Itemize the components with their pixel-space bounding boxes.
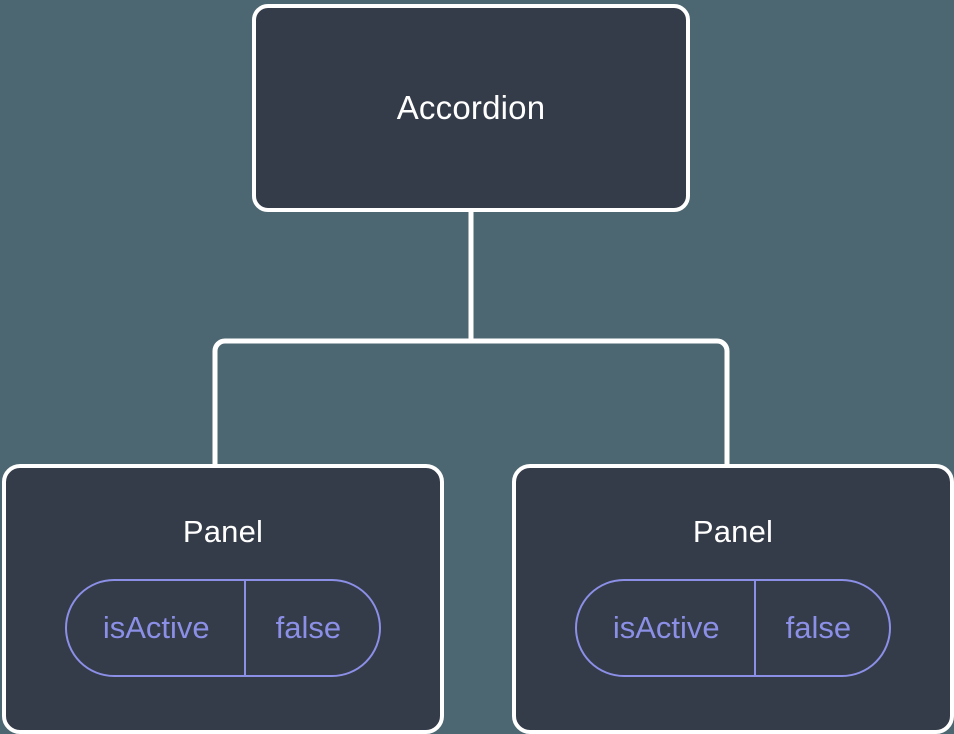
prop-badge-key-left: isActive bbox=[102, 610, 210, 646]
node-panel-left[interactable]: Panel isActive false bbox=[2, 464, 444, 734]
prop-badge-isactive-right[interactable]: isActive false bbox=[574, 579, 892, 678]
prop-badge-value-right: false bbox=[753, 581, 889, 676]
prop-badge-value-left: false bbox=[243, 581, 379, 676]
node-title-accordion: Accordion bbox=[396, 88, 546, 126]
node-accordion[interactable]: Accordion bbox=[252, 4, 690, 212]
prop-badge-isactive-left[interactable]: isActive false bbox=[64, 579, 382, 678]
node-panel-right[interactable]: Panel isActive false bbox=[512, 464, 954, 734]
node-title-panel-left: Panel bbox=[182, 514, 264, 549]
connector-branch-right bbox=[471, 338, 730, 470]
prop-badge-key-right: isActive bbox=[612, 610, 720, 646]
node-title-panel-right: Panel bbox=[692, 514, 774, 549]
connector-branch-left bbox=[212, 338, 471, 470]
